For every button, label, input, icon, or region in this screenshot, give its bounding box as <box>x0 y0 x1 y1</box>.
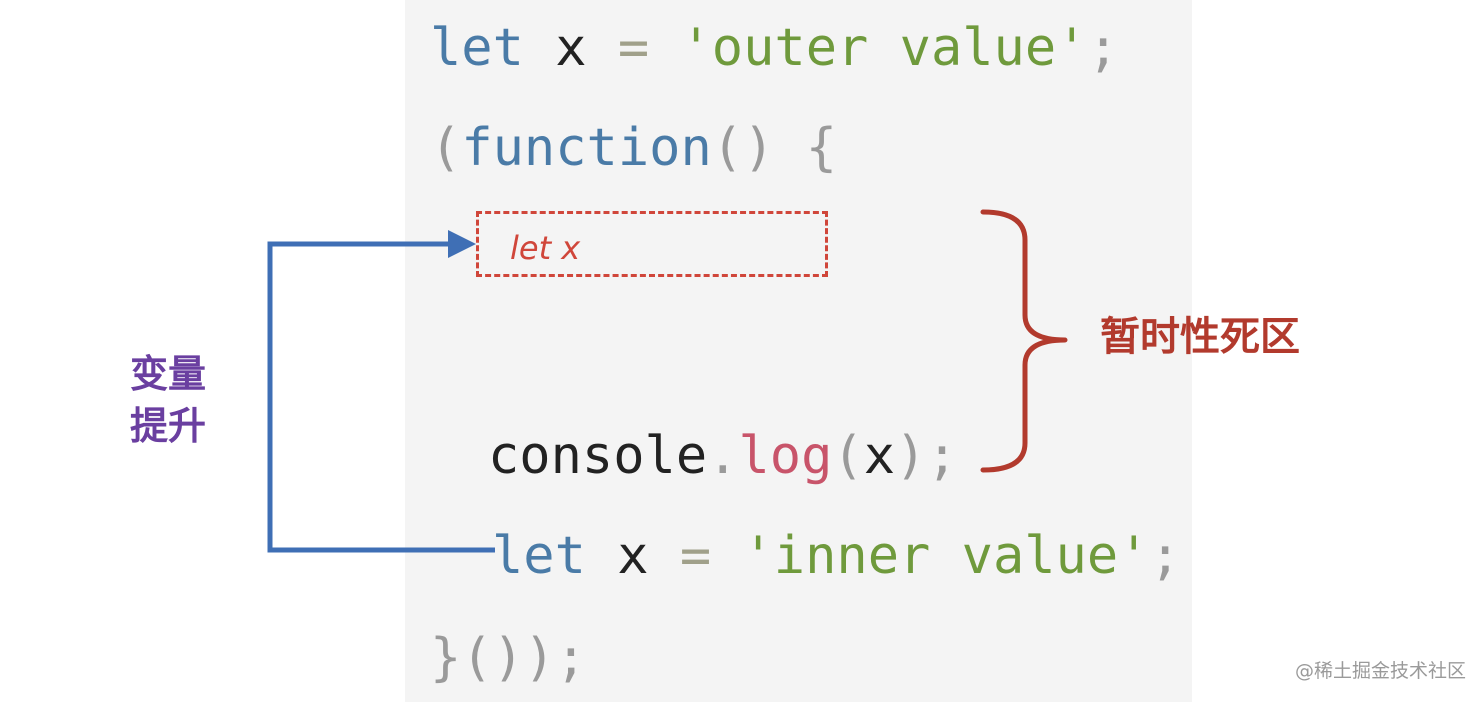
code-line-function-close: }()); <box>430 628 587 688</box>
open-paren: ( <box>430 118 462 178</box>
identifier-x: x <box>555 18 587 78</box>
tdz-box-label: let x <box>510 229 581 267</box>
semicolon: ; <box>1087 18 1119 78</box>
code-panel <box>405 0 1192 702</box>
tdz-label: 暂时性死区 <box>1100 314 1300 360</box>
call-open-paren: ( <box>832 426 864 486</box>
identifier-x: x <box>617 526 649 586</box>
watermark-text: @稀土掘金技术社区 <box>1294 660 1466 682</box>
code-line-inner-declaration: let x = 'inner value'; <box>492 526 1181 586</box>
assign-operator: = <box>679 526 712 586</box>
keyword-let: let <box>430 18 524 78</box>
code-line-console-log: console.log(x); <box>488 426 958 486</box>
method-log: log <box>738 426 833 486</box>
assign-operator: = <box>617 18 650 78</box>
call-close: ); <box>895 426 958 486</box>
dot: . <box>707 426 739 486</box>
identifier-console: console <box>488 426 708 486</box>
keyword-let: let <box>492 526 586 586</box>
code-line-outer-declaration: let x = 'outer value'; <box>430 18 1119 78</box>
string-inner-value: 'inner value' <box>742 526 1150 586</box>
hoisting-label-line2: 提升 <box>130 404 207 448</box>
semicolon: ; <box>1149 526 1181 586</box>
string-outer-value: 'outer value' <box>680 18 1088 78</box>
code-line-function-open: (function() { <box>430 118 837 178</box>
keyword-function: function <box>461 118 712 178</box>
hoisting-label-line1: 变量 <box>130 352 207 396</box>
open-brace: { <box>805 118 838 178</box>
argument-x: x <box>863 426 896 486</box>
param-parens: () <box>711 118 775 178</box>
